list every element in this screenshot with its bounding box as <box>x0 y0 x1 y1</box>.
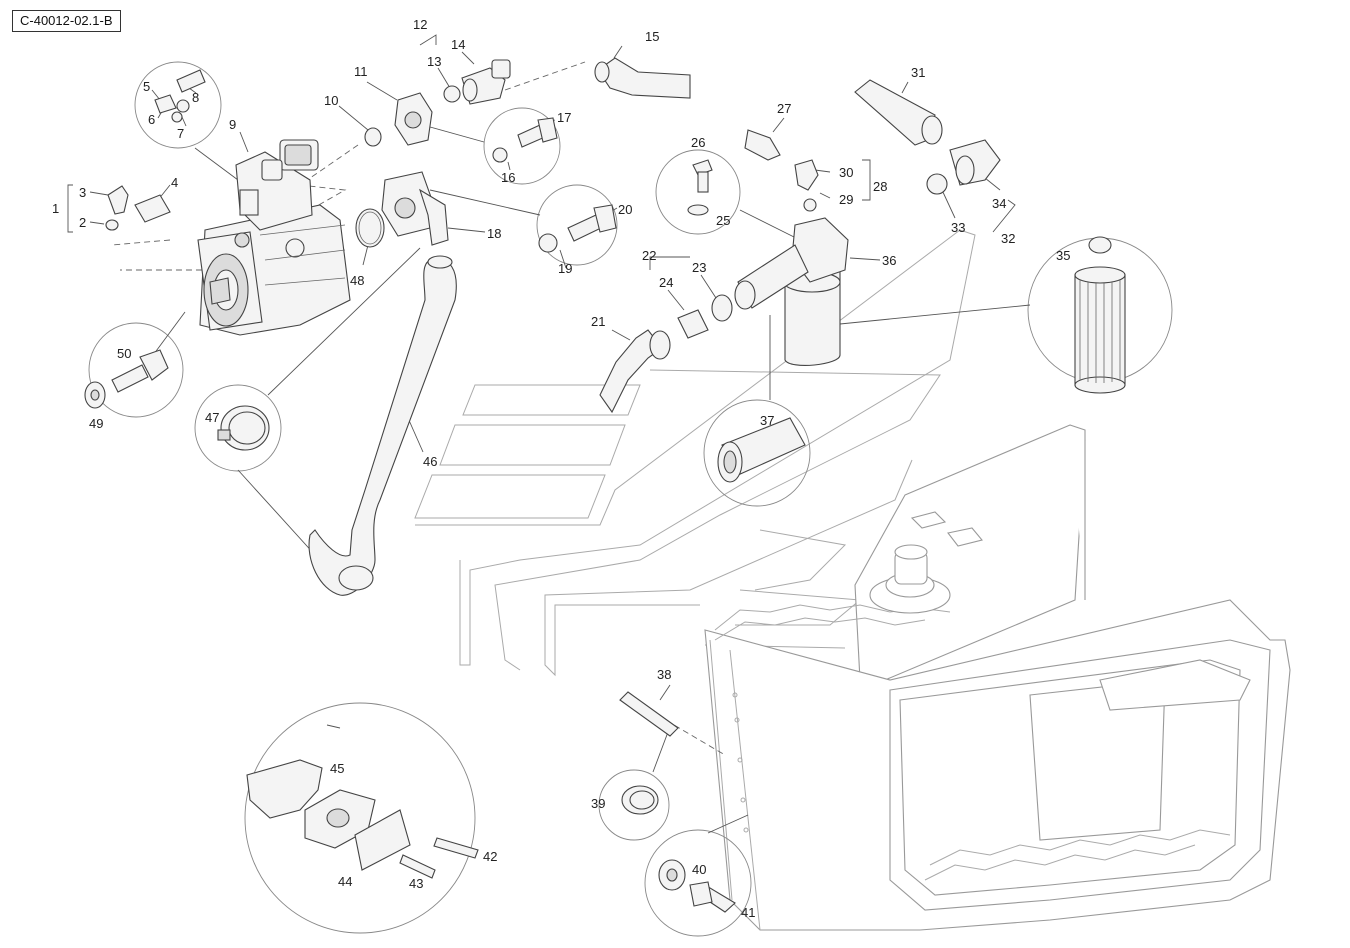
tube-38 <box>619 691 679 737</box>
suction-hose-46 <box>308 255 457 596</box>
tee-fitting-14 <box>461 59 511 105</box>
callout-19: 19 <box>558 261 572 276</box>
background-arrow-chevrons <box>414 229 976 677</box>
callout-25: 25 <box>716 213 730 228</box>
bolts-19-20 <box>567 204 617 242</box>
callout-7: 7 <box>177 126 184 141</box>
hose-21 <box>599 329 671 414</box>
callout-29: 29 <box>839 192 853 207</box>
callout-4: 4 <box>171 175 178 190</box>
callout-21: 21 <box>591 314 605 329</box>
small-fittings <box>107 69 206 223</box>
callout-39: 39 <box>591 796 605 811</box>
bolt-50 <box>84 349 169 409</box>
callout-42: 42 <box>483 849 497 864</box>
callout-37: 37 <box>760 413 774 428</box>
callout-36: 36 <box>882 253 896 268</box>
callout-28: 28 <box>873 179 887 194</box>
callout-41: 41 <box>741 905 755 920</box>
callout-27: 27 <box>777 101 791 116</box>
callout-11: 11 <box>354 64 368 79</box>
callout-8: 8 <box>192 90 199 105</box>
hose-15 <box>594 57 691 99</box>
fittings-27-30 <box>744 129 819 191</box>
callout-49: 49 <box>89 416 103 431</box>
flanges <box>381 92 449 246</box>
callout-17: 17 <box>557 110 571 125</box>
callout-3: 3 <box>79 185 86 200</box>
o-rings <box>105 85 1112 322</box>
callout-40: 40 <box>692 862 706 877</box>
callout-22: 22 <box>642 248 656 263</box>
clamp-39 <box>621 785 659 815</box>
callout-47: 47 <box>205 410 219 425</box>
hydraulic-pump <box>197 139 351 336</box>
callout-44: 44 <box>338 874 352 889</box>
bolt-26 <box>692 159 713 193</box>
filter-element-35 <box>1074 266 1126 394</box>
callout-12: 12 <box>413 17 427 32</box>
callout-1: 1 <box>52 201 59 216</box>
callout-24: 24 <box>659 275 673 290</box>
callout-20: 20 <box>618 202 632 217</box>
callout-26: 26 <box>691 135 705 150</box>
callout-15: 15 <box>645 29 659 44</box>
hose-31 <box>854 79 943 146</box>
callout-48: 48 <box>350 273 364 288</box>
callout-33: 33 <box>951 220 965 235</box>
callout-18: 18 <box>487 226 501 241</box>
callout-13: 13 <box>427 54 441 69</box>
assembly-center-lines <box>111 61 726 756</box>
callout-46: 46 <box>423 454 437 469</box>
callout-43: 43 <box>409 876 423 891</box>
bolts-16-17 <box>517 117 558 148</box>
callout-16: 16 <box>501 170 515 185</box>
document-id: C-40012-02.1-B <box>12 10 121 32</box>
adapter-24 <box>677 309 709 339</box>
callout-9: 9 <box>229 117 236 132</box>
callout-31: 31 <box>911 65 925 80</box>
callout-50: 50 <box>117 346 131 361</box>
hose-clamp-47 <box>217 405 270 451</box>
detail-circles <box>88 61 1173 937</box>
callout-5: 5 <box>143 79 150 94</box>
callout-35: 35 <box>1056 248 1070 263</box>
return-filter-36 <box>734 217 849 366</box>
callout-labels: 1 2 3 4 5 6 7 8 9 10 11 12 13 14 15 16 1… <box>52 17 1070 920</box>
callout-2: 2 <box>79 215 86 230</box>
callout-30: 30 <box>839 165 853 180</box>
hydraulic-tank-assembly <box>704 424 1291 931</box>
callout-10: 10 <box>324 93 338 108</box>
elbow-34 <box>949 139 1001 186</box>
clamp-bracket-kit <box>246 759 479 879</box>
filter-housing-37 <box>717 417 806 483</box>
callout-32: 32 <box>1001 231 1015 246</box>
callout-14: 14 <box>451 37 465 52</box>
callout-45: 45 <box>330 761 344 776</box>
callout-6: 6 <box>148 112 155 127</box>
callout-34: 34 <box>992 196 1006 211</box>
bolt-41 <box>658 859 736 913</box>
callout-38: 38 <box>657 667 671 682</box>
callout-23: 23 <box>692 260 706 275</box>
leader-lines <box>67 34 1031 834</box>
